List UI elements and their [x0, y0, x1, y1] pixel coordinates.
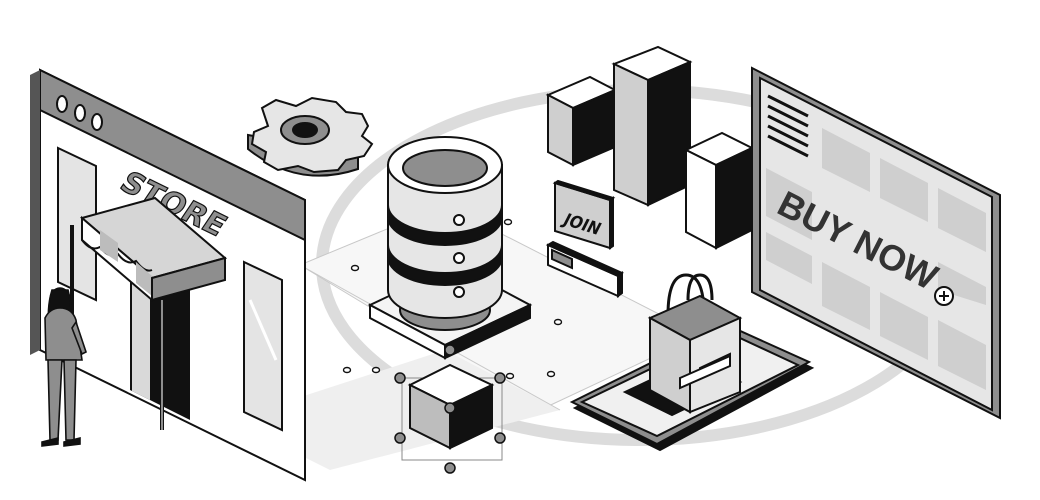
product-grid	[766, 128, 986, 390]
join-button[interactable]: JOIN	[552, 179, 616, 250]
person-figure	[41, 287, 87, 447]
gear-icon	[247, 96, 374, 177]
bar-chart-icon	[545, 45, 755, 250]
floor-dots	[342, 218, 563, 380]
store-awning	[70, 196, 228, 430]
cube-icon	[394, 344, 506, 474]
buy-now-screen: BUY NOW	[751, 66, 1001, 420]
database-icon	[367, 136, 533, 360]
slider-toggle-icon[interactable]	[545, 240, 624, 298]
window-control-dots	[56, 95, 103, 131]
menu-lines-icon	[767, 94, 809, 158]
shopping-bag-icon	[647, 273, 743, 414]
plus-circle-icon[interactable]	[934, 286, 954, 306]
